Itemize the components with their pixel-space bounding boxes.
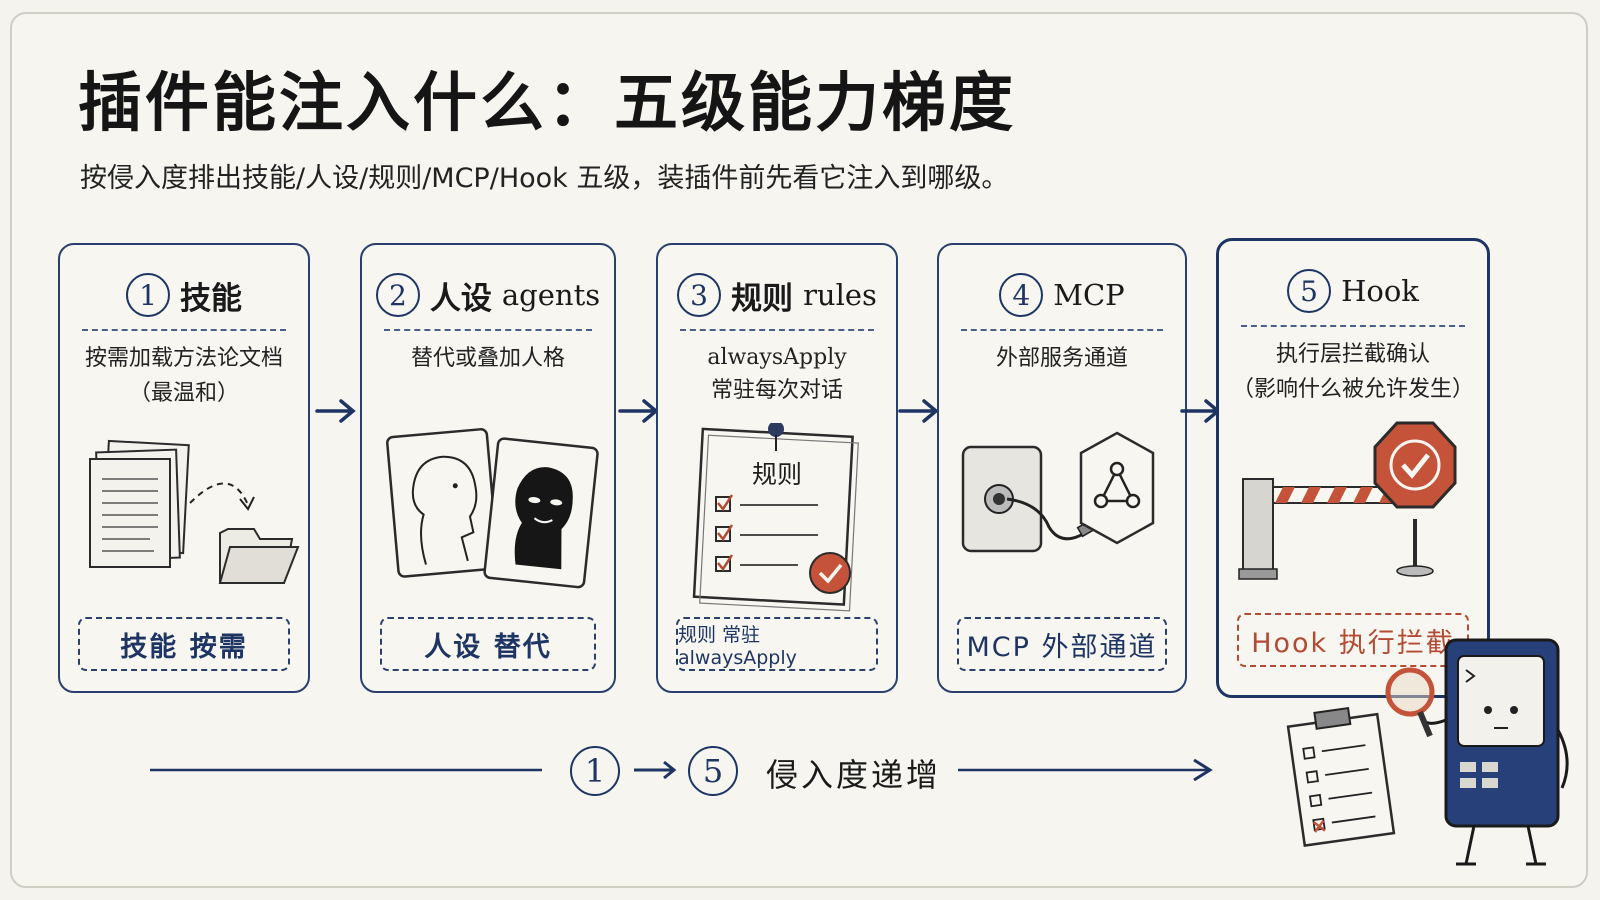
desc-line: 替代或叠加人格 [410,346,565,371]
progression-label: 侵入度递增 [766,756,942,794]
desc-line: 常驻每次对话 [710,378,843,403]
card-title: 规则 [731,280,794,317]
level-number: 5 [1287,269,1332,313]
level-card-skills: 1 技能 按需加载方法论文档 （最温和） 技能 按需 [58,243,310,693]
level-card-hook: 5 Hook 执行层拦截确认 （影响什么被允许发生） Hook 执行拦截 [1216,238,1490,698]
desc-line: 外部服务通道 [995,346,1128,371]
desc-line: （最温和） [128,381,239,406]
card-description: 替代或叠加人格 [370,341,606,376]
level-number: 3 [677,273,722,317]
level-card-mcp: 4 MCP 外部服务通道 MCP 外部通道 [937,243,1187,693]
card-description: alwaysApply 常驻每次对话 [666,341,888,407]
arrow-right-icon [898,399,939,423]
card-header: 2 人设 agents [362,271,614,319]
persona-cards-icon [372,423,604,613]
documents-to-folder-icon [70,423,300,613]
note-title: 规则 [751,460,802,489]
robot-inspector-icon [1286,638,1569,866]
card-title: Hook [1341,274,1419,308]
desc-line: 执行层拦截确认 [1275,342,1430,367]
card-title: MCP [1053,278,1125,312]
level-tag: MCP 外部通道 [957,617,1167,671]
arrow-right-icon [315,399,356,423]
divider [1241,325,1465,327]
card-title: 技能 [180,280,242,317]
page-subtitle: 按侵入度排出技能/人设/规则/MCP/Hook 五级，装插件前先看它注入到哪级。 [80,163,1009,194]
card-subtitle: agents [501,278,601,312]
card-description: 执行层拦截确认 （影响什么被允许发生） [1227,337,1479,407]
level-number: 2 [375,273,420,317]
card-header: 4 MCP [939,271,1185,319]
card-header: 5 Hook [1219,267,1487,315]
level-card-rules: 3 规则 rules alwaysApply 常驻每次对话 [656,243,898,693]
desc-line: 按需加载方法论文档 [84,346,283,371]
level-number: 1 [126,273,170,317]
level-card-agents: 2 人设 agents 替代或叠加人格 人设 替代 [360,243,616,693]
divider [961,329,1163,331]
divider [384,329,592,331]
barrier-stop-sign-icon [1229,419,1477,609]
level-number: 4 [999,273,1044,317]
card-title: 人设 [429,280,492,317]
page-title: 插件能注入什么：五级能力梯度 [78,67,1016,141]
card-subtitle: rules [803,278,877,312]
level-tag: Hook 执行拦截 [1237,613,1469,667]
plug-socket-icon [949,423,1175,613]
divider [82,329,286,331]
card-description: 按需加载方法论文档 （最温和） [68,341,300,411]
level-tag: 技能 按需 [78,617,290,671]
progression-start-number: 1 [570,746,620,796]
level-tag: 规则 常驻 alwaysApply [676,617,878,671]
card-header: 3 规则 rules [658,271,896,319]
divider [680,329,874,331]
card-description: 外部服务通道 [947,341,1177,376]
progression-end-number: 5 [688,746,738,796]
pinned-checklist-icon [668,421,886,613]
level-tag: 人设 替代 [380,617,596,671]
card-header: 1 技能 [60,271,308,319]
desc-line: alwaysApply [707,345,847,370]
progression-line [150,758,1213,782]
desc-line: （影响什么被允许发生） [1231,377,1474,402]
